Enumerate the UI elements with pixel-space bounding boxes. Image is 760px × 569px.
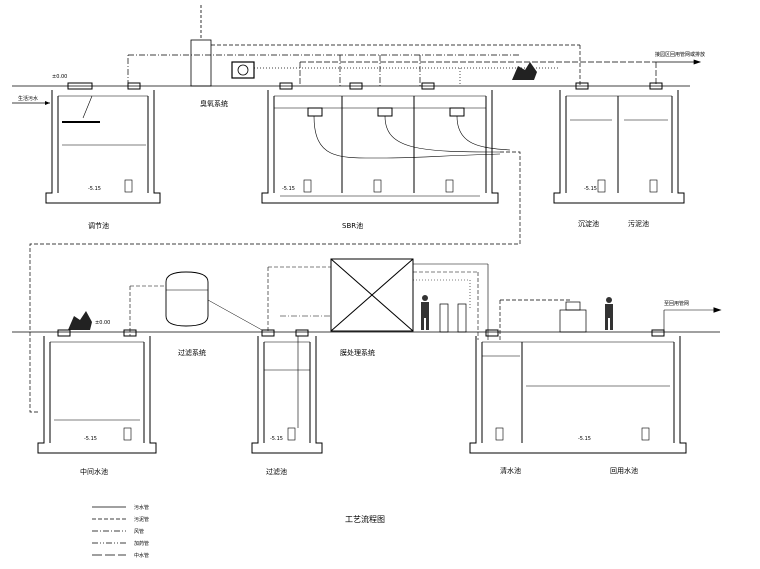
operator-figure-icon-2 [605,297,613,330]
depth-settling: -5.15 [584,186,597,192]
drawing-title: 工艺流程图 [345,514,385,524]
outlet-right-label: 至回用管网 [664,300,689,307]
influent-arrow [12,101,50,105]
depth-reuse: -5.15 [578,436,591,442]
filter-system-label: 过滤系统 [178,348,206,357]
rock-icon [512,62,537,80]
chemical-dosing-units [439,299,587,340]
sbr-to-intermediate-line [29,151,521,413]
ozone-system-label: 臭氧系统 [200,99,228,108]
ground-level-top: ±0.00 [52,74,67,80]
sludge-tank-label: 污泥池 [628,219,649,228]
depth-sbr: -5.15 [282,186,295,192]
membrane-box [267,258,489,340]
legend-label-1: 污泥管 [134,516,149,523]
filter-tank [251,329,323,454]
legend-label-4: 中水管 [134,552,149,559]
depth-intermediate: -5.15 [84,436,97,442]
influent-label: 生活污水 [18,95,38,102]
sbr-tanks [261,82,511,204]
intermediate-tank-label: 中间水池 [80,467,108,476]
outlet-top-label: 接园区回用管网或排放 [655,51,705,58]
operator-figure-icon [421,295,429,330]
sbr-tank-label: SBR池 [342,221,363,230]
membrane-system-label: 膜处理系统 [340,348,375,357]
regulating-tank-label: 调节池 [88,221,109,230]
overhead-pipes-top [127,44,702,86]
settling-tank-label: 沉淀池 [578,219,599,228]
filter-vessel [165,271,263,331]
legend-label-0: 污水管 [134,504,149,511]
depth-filter: -5.15 [270,436,283,442]
legend [92,506,126,556]
intermediate-tank [37,285,165,454]
reuse-tank-label: 回用水池 [610,466,638,475]
settling-sludge-tanks [553,82,685,204]
legend-label-2: 风管 [134,528,144,535]
ground-level-mid: ±0.00 [95,320,110,326]
clear-reuse-tanks [469,307,722,454]
ozone-system [190,5,255,87]
rock-icon-bottom [68,311,92,330]
clear-water-tank-label: 清水池 [500,466,521,475]
depth-regulating: -5.15 [88,186,101,192]
legend-label-3: 加药管 [134,540,149,547]
regulating-tank [45,82,161,204]
filter-tank-label: 过滤池 [266,467,287,476]
